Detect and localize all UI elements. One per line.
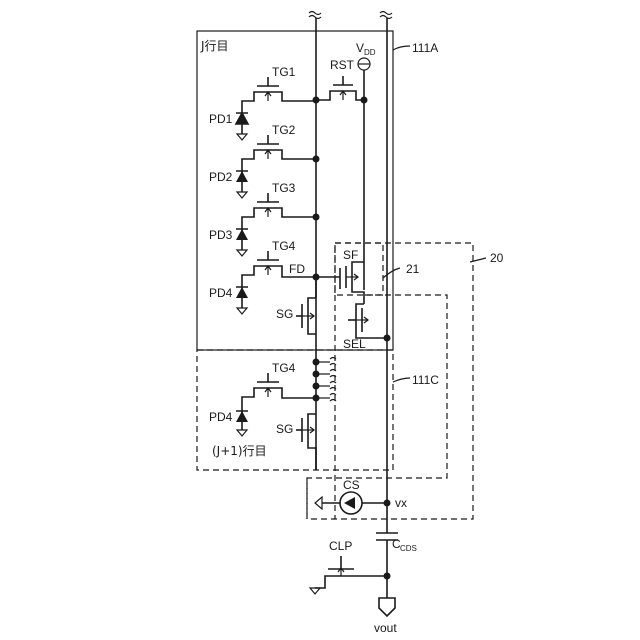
pd4-label: PD4 xyxy=(209,286,233,300)
pd2-ground xyxy=(237,192,247,198)
cs-ground xyxy=(315,497,322,509)
sel-label: SEL xyxy=(343,337,366,351)
pd4-ground xyxy=(237,308,247,314)
rst-transistor xyxy=(316,91,364,100)
clp-transistor xyxy=(315,576,387,588)
pd4-lower-ground xyxy=(237,430,247,436)
tg2-label: TG2 xyxy=(272,123,296,137)
break-mark-vsl xyxy=(380,12,392,19)
tg4-label: TG4 xyxy=(272,239,296,253)
tg2-transistor xyxy=(242,150,316,168)
clp-label: CLP xyxy=(329,539,352,553)
fd-label: FD xyxy=(289,262,305,276)
tg1-transistor xyxy=(242,92,316,110)
pd3-label: PD3 xyxy=(209,228,233,242)
vdd-sub-label: DD xyxy=(364,48,376,57)
pd4-lower-label: PD4 xyxy=(209,410,233,424)
sg-lower-transistor xyxy=(308,414,316,470)
clp-ground xyxy=(310,588,320,594)
sf-transistor xyxy=(352,262,364,304)
leader-111a xyxy=(393,46,410,50)
circuit-20-inner-outline xyxy=(307,295,447,519)
ref-20-label: 20 xyxy=(490,251,504,265)
sg-lower-label: SG xyxy=(276,422,293,436)
pd2-label: PD2 xyxy=(209,170,233,184)
tg4-lower-label: TG4 xyxy=(272,361,296,375)
break-mark-fd xyxy=(309,12,321,19)
sf-label: SF xyxy=(343,248,358,262)
vx-label: vx xyxy=(395,496,407,510)
row-j-label: J行目 xyxy=(200,39,229,53)
tg1-label: TG1 xyxy=(272,65,296,79)
sel-transistor xyxy=(356,304,387,338)
ref-111a-label: 111A xyxy=(412,41,438,55)
pd1-ground xyxy=(237,134,247,140)
cs-label: CS xyxy=(343,478,360,492)
pd3-ground xyxy=(237,250,247,256)
rst-label: RST xyxy=(330,58,355,72)
ref-111c-label: 111C xyxy=(412,373,439,387)
sg-label: SG xyxy=(276,307,293,321)
tg4-lower-transistor xyxy=(242,388,316,408)
ref-21-label: 21 xyxy=(406,262,420,276)
row-j1-label: (J+1)行目 xyxy=(212,444,267,458)
tg3-transistor xyxy=(242,208,316,226)
vdd-label: V xyxy=(356,41,364,55)
pd1-label: PD1 xyxy=(209,112,233,126)
tg3-label: TG3 xyxy=(272,181,296,195)
leader-111c xyxy=(393,378,410,382)
leader-21 xyxy=(383,268,400,278)
vout-terminal xyxy=(379,598,395,616)
ccds-sub-label: CDS xyxy=(400,544,417,553)
vout-label: vout xyxy=(374,621,397,635)
